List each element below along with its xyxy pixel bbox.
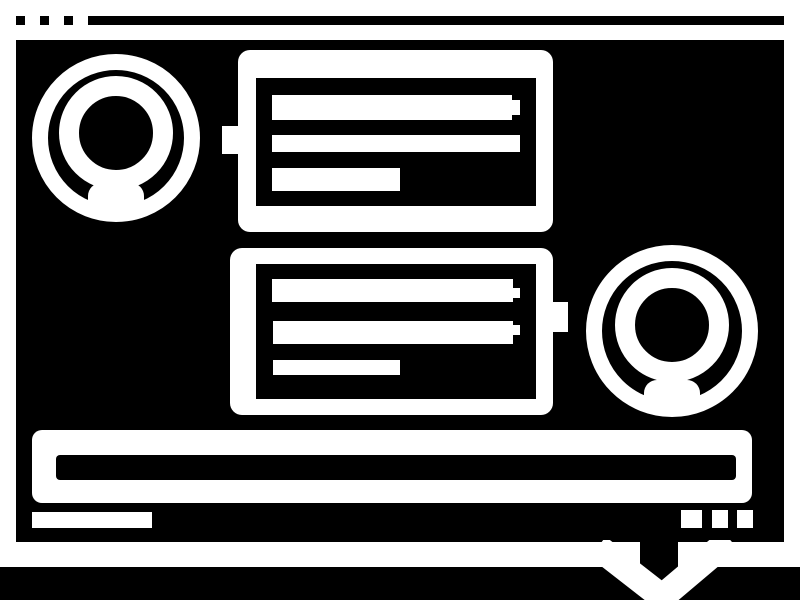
bubble-pointer-right: [552, 302, 568, 332]
text-line: [272, 95, 512, 120]
message-input-slot[interactable]: [56, 455, 736, 480]
typing-dot-icon: [681, 510, 702, 528]
bubble-pointer-left: [222, 126, 240, 154]
avatar-head-icon: [615, 268, 729, 382]
window-control-dot-icon[interactable]: [64, 16, 73, 25]
avatar-head-icon: [59, 76, 173, 190]
status-indicator-bar: [32, 512, 152, 528]
typing-dot-icon: [712, 510, 728, 528]
text-line-end: [512, 100, 520, 115]
window-frame-left: [0, 40, 16, 567]
text-line-end: [513, 325, 520, 335]
text-line: [273, 321, 513, 344]
titlebar-line: [88, 16, 784, 25]
avatar-shoulders-icon: [644, 380, 700, 406]
text-line-end: [513, 288, 520, 298]
window-control-dot-icon[interactable]: [40, 16, 49, 25]
typing-dot-icon: [737, 510, 753, 528]
window-titlebar: [0, 0, 800, 40]
text-line: [273, 360, 400, 375]
text-line: [272, 279, 513, 302]
speech-bubble-tail-icon: [589, 540, 739, 600]
text-line: [272, 135, 520, 152]
avatar-shoulders-icon: [88, 183, 144, 207]
window-frame-bottom: [0, 542, 640, 567]
window-control-dot-icon[interactable]: [16, 16, 25, 25]
window-frame-right: [784, 40, 800, 545]
text-line: [272, 168, 400, 191]
